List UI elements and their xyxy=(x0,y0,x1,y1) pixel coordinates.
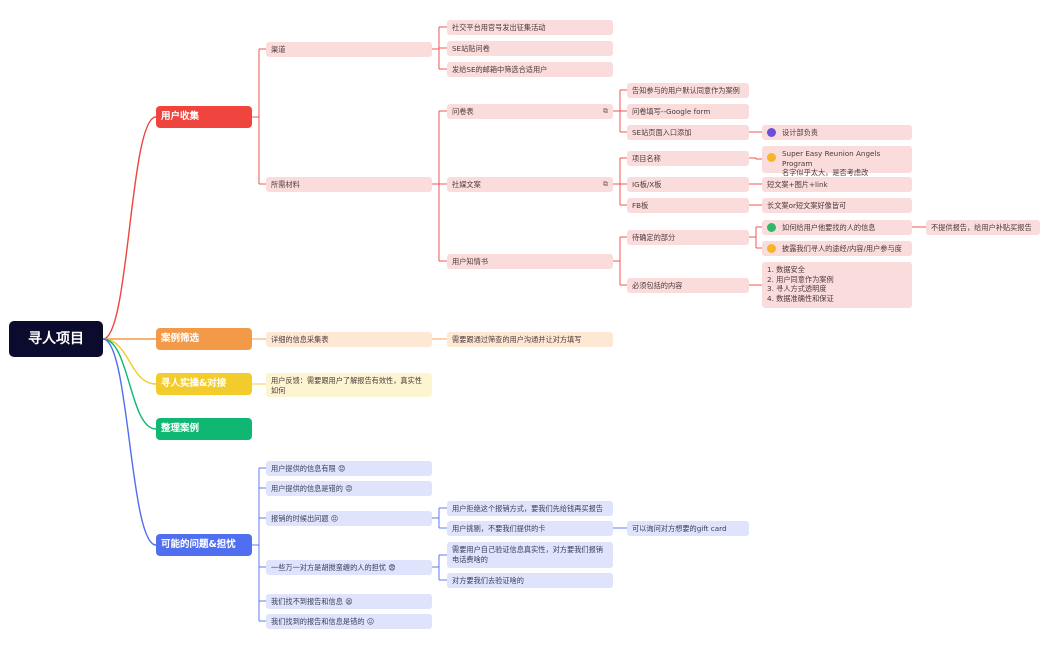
node-design-dept[interactable]: 设计部负责 xyxy=(762,125,912,140)
node-materials[interactable]: 所需材料 xyxy=(266,177,432,192)
node-tbd-info-label: 如何给用户他要找的人的信息 xyxy=(782,222,876,232)
node-social-campaign[interactable]: 社交平台用官号发出征集活动 xyxy=(447,20,613,35)
category-organize-cases[interactable]: 整理案例 xyxy=(156,418,252,440)
node-tbd[interactable]: 待确定的部分 xyxy=(627,230,749,245)
node-user-feedback[interactable]: 用户反馈：需要跟用户了解报告有效性，真实性如何 xyxy=(266,373,432,397)
node-fb[interactable]: FB板 xyxy=(627,198,749,213)
node-survey-label: 问卷表 xyxy=(452,106,474,116)
must-item: 2. 用户同意作为案例 xyxy=(767,274,834,284)
issue-verify-self[interactable]: 需要用户自己验证信息真实性，对方要我们报销电话费啥的 xyxy=(447,542,613,568)
node-detail-form[interactable]: 详细的信息采集表 xyxy=(266,332,432,347)
issue-verify-request[interactable]: 对方要我们去验证啥的 xyxy=(447,573,613,588)
must-item: 3. 寻人方式透明度 xyxy=(767,284,827,294)
program-line-2: 名字似乎太大，是否考虑改 xyxy=(782,168,869,178)
question-icon xyxy=(767,128,776,137)
external-link-icon[interactable]: ⧉ xyxy=(603,106,608,115)
node-tbd-disclose-label: 披露我们寻人的途经/内容/用户参与度 xyxy=(782,243,902,253)
node-program-name[interactable]: Super Easy Reunion Angels Program 名字似乎太大… xyxy=(762,146,912,177)
node-must-include[interactable]: 必须包括的内容 xyxy=(627,278,749,293)
issue-reimbursement[interactable]: 报销的时候出问题 😣 xyxy=(266,511,432,526)
issue-wrong-info[interactable]: 用户提供的信息是错的 😡 xyxy=(266,481,432,496)
issue-no-report[interactable]: 我们找不到报告和信息 😫 xyxy=(266,594,432,609)
external-link-icon[interactable]: ⧉ xyxy=(603,179,608,188)
category-search-operation[interactable]: 寻人实操&对接 xyxy=(156,373,252,395)
node-social-copy[interactable]: 社媒文案 ⧉ xyxy=(447,177,613,192)
node-tbd-disclose[interactable]: 披露我们寻人的途经/内容/用户参与度 xyxy=(762,241,912,256)
issue-ask-giftcard[interactable]: 可以询问对方想要的gift card xyxy=(627,521,749,536)
node-se-survey-post[interactable]: SE站贴问卷 xyxy=(447,41,613,56)
node-fb-value[interactable]: 长文案or短文案好像皆可 xyxy=(762,198,912,213)
root-link-c1 xyxy=(102,116,157,340)
issue-report-wrong[interactable]: 我们找到的报告和信息是错的 😖 xyxy=(266,614,432,629)
category-user-collection[interactable]: 用户收集 xyxy=(156,106,252,128)
issue-refuse-method[interactable]: 用户拒绝这个报销方式，要我们先给钱再买报告 xyxy=(447,501,613,516)
must-item: 1. 数据安全 xyxy=(767,265,805,274)
node-se-entry[interactable]: SE站页面入口添加 xyxy=(627,125,749,140)
root-node[interactable]: 寻人项目 xyxy=(9,321,103,357)
node-detail-note[interactable]: 需要跟通过筛查的用户沟通并让对方填写 xyxy=(447,332,613,347)
node-ig-value[interactable]: 短文案+图片+link xyxy=(762,177,912,192)
node-design-label: 设计部负责 xyxy=(782,127,818,137)
root-link-c4 xyxy=(102,338,157,430)
node-ig-x[interactable]: IG板/X板 xyxy=(627,177,749,192)
root-link-c3 xyxy=(102,338,157,385)
node-social-copy-label: 社媒文案 xyxy=(452,179,481,189)
node-informed-consent[interactable]: 用户知情书 xyxy=(447,254,613,269)
category-possible-issues[interactable]: 可能的问题&担忧 xyxy=(156,534,252,556)
speech-bubble-icon xyxy=(767,244,776,253)
issue-difficult-people[interactable]: 一些万一对方是胡搅蛮缠的人的担忧 😨 xyxy=(266,560,432,575)
node-project-name[interactable]: 项目名称 xyxy=(627,151,749,166)
node-se-mail-filter[interactable]: 发给SE的邮箱中筛选合适用户 xyxy=(447,62,613,77)
node-no-report[interactable]: 不提供报告，给用户补贴买报告 xyxy=(926,220,1040,235)
program-line-1: Super Easy Reunion Angels Program xyxy=(782,149,881,168)
node-tbd-info[interactable]: 如何给用户他要找的人的信息 xyxy=(762,220,912,235)
node-consent-note[interactable]: 告知参与的用户默认同意作为案例 xyxy=(627,83,749,98)
issue-picky-card[interactable]: 用户挑剔，不要我们提供的卡 xyxy=(447,521,613,536)
speech-bubble-icon xyxy=(767,153,776,162)
node-channel[interactable]: 渠道 xyxy=(266,42,432,57)
node-google-form[interactable]: 问卷填写--Google form xyxy=(627,104,749,119)
node-survey[interactable]: 问卷表 ⧉ xyxy=(447,104,613,119)
node-must-list[interactable]: 1. 数据安全 2. 用户同意作为案例 3. 寻人方式透明度 4. 数据准确性和… xyxy=(762,262,912,308)
must-item: 4. 数据准确性和保证 xyxy=(767,294,834,304)
category-case-screening[interactable]: 案例筛选 xyxy=(156,328,252,350)
check-icon xyxy=(767,223,776,232)
root-link-c5 xyxy=(102,338,157,546)
issue-limited-info[interactable]: 用户提供的信息有限 😟 xyxy=(266,461,432,476)
